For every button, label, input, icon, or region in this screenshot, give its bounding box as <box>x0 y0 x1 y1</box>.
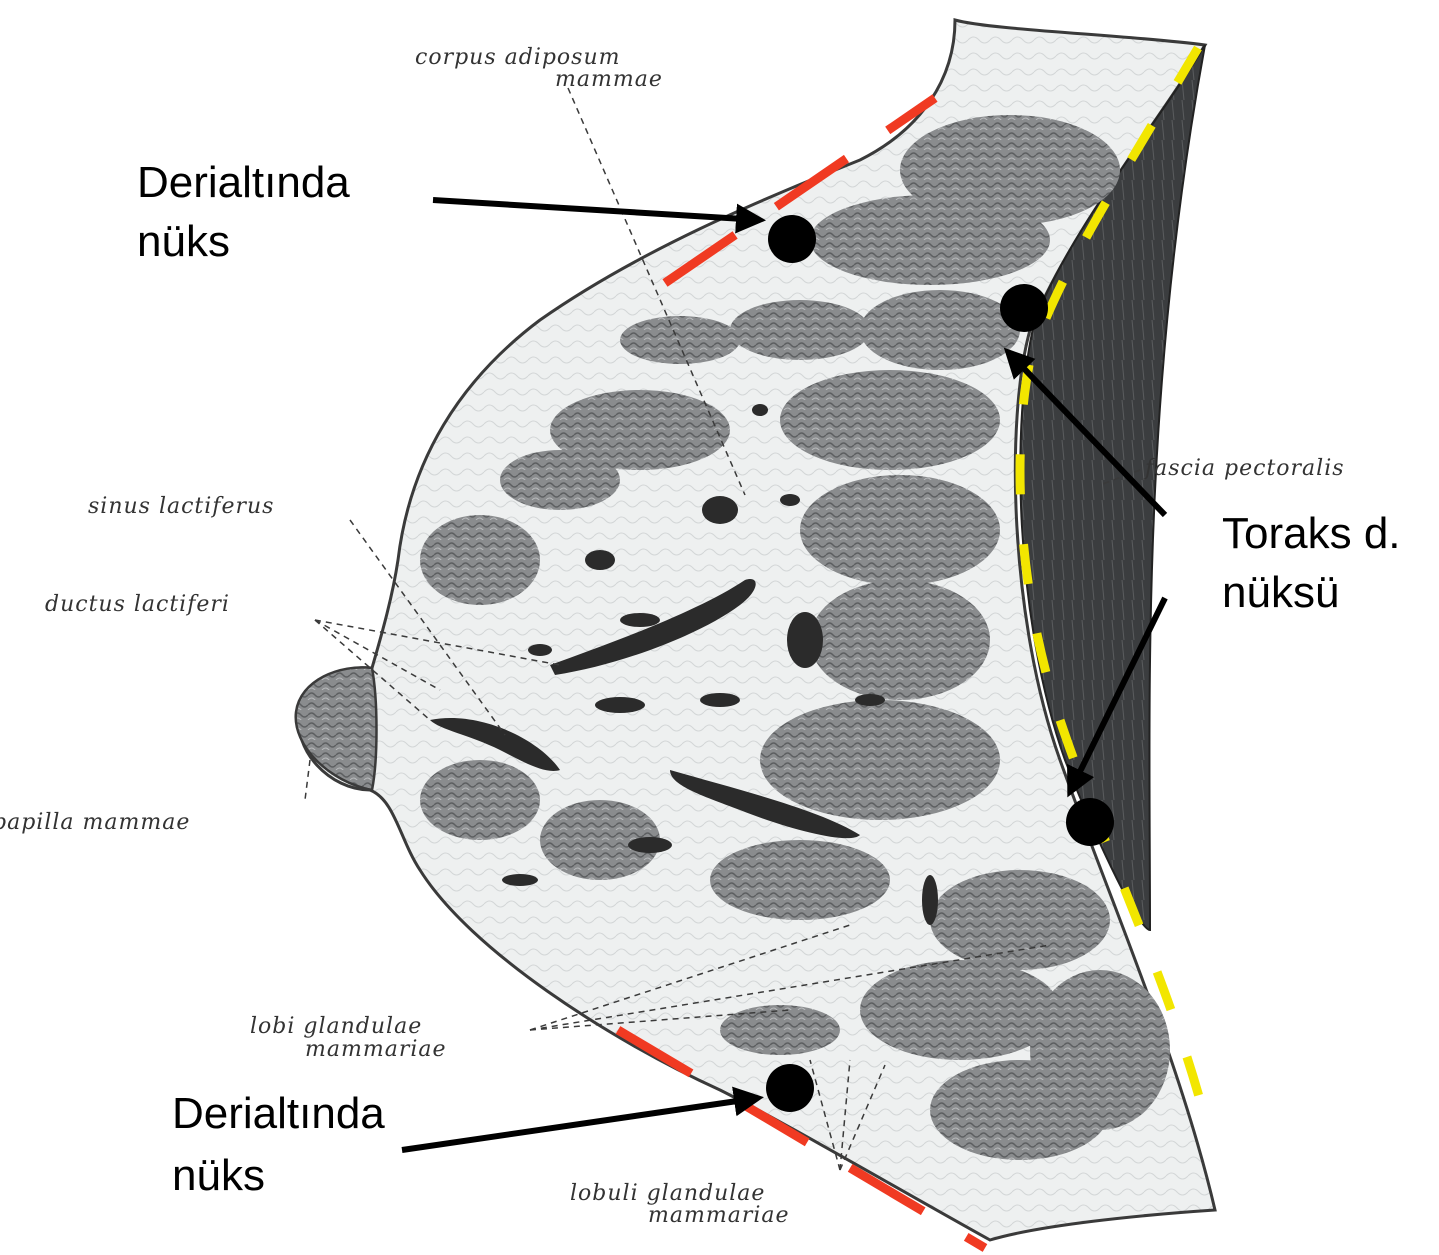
label-lobuli-glandulae-2: mammariae <box>648 1203 790 1228</box>
label-ductus-lactiferi: ductus lactiferi <box>45 592 230 617</box>
label-lobi-glandulae-2: mammariae <box>305 1037 447 1062</box>
label-sinus-lactiferus: sinus lactiferus <box>88 494 274 519</box>
marker-thorax-top <box>1000 284 1048 332</box>
arrow-subcutaneous-top <box>433 200 760 220</box>
label-lobi-glandulae: lobi glandulae <box>250 1014 422 1039</box>
marker-subcutaneous-top <box>768 215 816 263</box>
arrow-subcutaneous-bottom <box>402 1098 758 1150</box>
label-corpus-adiposum-2: mammae <box>555 67 663 92</box>
note-subcutaneous-bottom: Derialtında <box>172 1089 385 1138</box>
note-thorax-2: nüksü <box>1222 568 1339 617</box>
label-fascia-pectoralis: fascia pectoralis <box>1143 456 1345 481</box>
label-papilla-mammae: papilla mammae <box>0 810 190 835</box>
note-subcutaneous-bottom-2: nüks <box>172 1151 265 1200</box>
note-subcutaneous-top-2: nüks <box>137 217 230 266</box>
note-thorax: Toraks d. <box>1222 509 1401 558</box>
note-subcutaneous-top: Derialtında <box>137 158 350 207</box>
marker-subcutaneous-bottom <box>766 1064 814 1112</box>
marker-thorax-bottom <box>1066 798 1114 846</box>
